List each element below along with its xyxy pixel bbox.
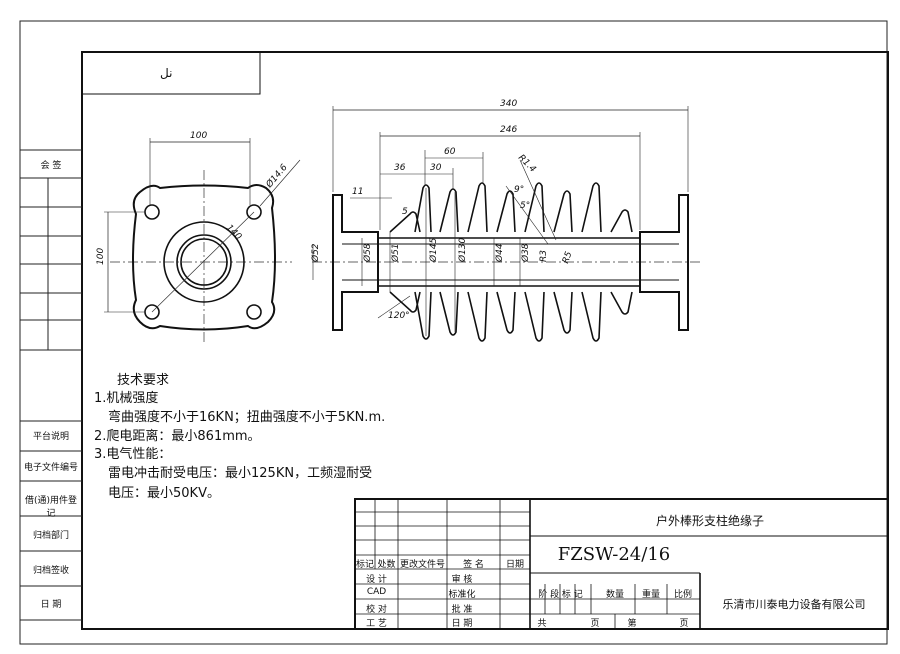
dim-angle-9: 9° bbox=[514, 185, 524, 195]
outer-border bbox=[19, 20, 888, 645]
sheet-num-label: 第 bbox=[627, 619, 637, 629]
rev-header: 处数 bbox=[377, 560, 396, 570]
tech-line: 3.电气性能： bbox=[94, 447, 172, 462]
dim-30: 30 bbox=[430, 163, 442, 173]
side-label-efile: 电子文件编号 bbox=[23, 463, 78, 473]
side-column-grid bbox=[20, 149, 82, 621]
tech-line: 弯曲强度不小于16KN；扭曲强度不小于5KN.m. bbox=[108, 410, 386, 425]
dim-height-100: 100 bbox=[96, 248, 106, 265]
front-view bbox=[104, 138, 301, 345]
side-label-archive-dept: 归档部门 bbox=[32, 531, 69, 541]
side-label-date: 日 期 bbox=[40, 600, 62, 610]
dim-dia-130: Ø130 bbox=[457, 237, 468, 263]
dim-5: 5 bbox=[402, 207, 408, 217]
role-process: 工 艺 bbox=[366, 619, 387, 629]
dim-dia-58: Ø58 bbox=[362, 243, 373, 263]
dim-angle-5: 5° bbox=[520, 201, 530, 211]
side-label-platform: 平台说明 bbox=[32, 432, 69, 442]
stage-label: 阶 段 标 记 bbox=[538, 590, 583, 600]
dim-246: 246 bbox=[500, 125, 517, 135]
tech-line: 雷电冲击耐受电压：最小125KN，工频湿耐受 bbox=[108, 466, 373, 481]
dim-60: 60 bbox=[444, 147, 456, 157]
rev-header: 更改文件号 bbox=[399, 560, 445, 570]
dim-r14: R1.4 bbox=[516, 153, 538, 175]
dim-dia-44: Ø44 bbox=[494, 243, 505, 263]
side-view bbox=[312, 106, 700, 342]
role-date: 日 期 bbox=[451, 619, 473, 629]
side-label-sign: 会 签 bbox=[40, 161, 62, 171]
dim-dia-145: Ø145 bbox=[428, 237, 439, 263]
dim-dia-52: Ø52 bbox=[310, 243, 321, 263]
dim-angle-120: 120° bbox=[388, 311, 410, 321]
role-standard: 标准化 bbox=[448, 590, 476, 600]
role-review: 审 核 bbox=[451, 575, 473, 585]
tech-line: 1.机械强度 bbox=[94, 391, 159, 406]
dim-r3: R3 bbox=[539, 250, 549, 262]
rev-header: 日期 bbox=[505, 560, 524, 570]
role-cad: CAD bbox=[366, 587, 387, 597]
rev-header: 签 名 bbox=[463, 560, 484, 570]
product-name: 户外棒形支柱绝缘子 bbox=[655, 514, 764, 528]
sheet-unit: 页 bbox=[679, 619, 689, 629]
title-block-grid bbox=[354, 498, 889, 630]
tech-line: 电压：最小50KV。 bbox=[108, 486, 220, 501]
dim-pcd: 140 bbox=[224, 223, 243, 242]
dim-340: 340 bbox=[500, 99, 517, 109]
dim-36: 36 bbox=[394, 163, 406, 173]
dim-width-100: 100 bbox=[190, 131, 207, 141]
tech-title: 技术要求 bbox=[117, 373, 170, 388]
role-design: 设 计 bbox=[366, 575, 387, 585]
weight-label: 重量 bbox=[641, 590, 660, 600]
corner-box bbox=[81, 51, 261, 95]
company-name: 乐清市川泰电力设备有限公司 bbox=[722, 598, 866, 611]
side-label-borrow: 借(通)用件登记 bbox=[24, 496, 78, 519]
qty-label: 数量 bbox=[605, 590, 624, 600]
corner-mark: نل bbox=[160, 66, 173, 80]
sheet-unit: 页 bbox=[590, 619, 600, 629]
model-number: FZSW-24/16 bbox=[557, 544, 671, 565]
dim-dia-51: Ø51 bbox=[390, 243, 401, 263]
dim-dia-38: Ø38 bbox=[520, 243, 531, 263]
role-check: 校 对 bbox=[366, 605, 387, 615]
role-approve: 批 准 bbox=[451, 605, 473, 615]
sheet-total-label: 共 bbox=[537, 619, 547, 629]
rev-header: 标记 bbox=[355, 560, 374, 570]
scale-label: 比例 bbox=[673, 590, 692, 600]
dim-11: 11 bbox=[352, 187, 363, 197]
dim-r5: R5 bbox=[561, 250, 575, 265]
tech-line: 2.爬电距离：最小861mm。 bbox=[94, 429, 261, 444]
side-label-archive-sign: 归档签收 bbox=[32, 566, 69, 576]
